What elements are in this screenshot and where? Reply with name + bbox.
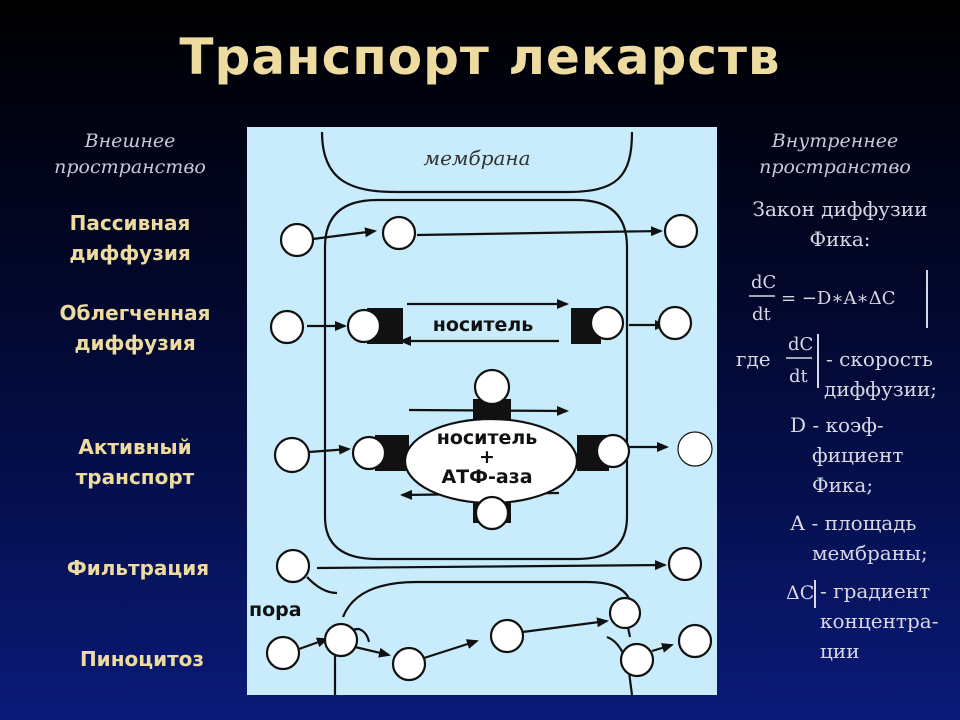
pinocytosis-arrow-5 — [651, 643, 674, 653]
formula-numerator: dC — [751, 272, 776, 293]
molecule-facilitated-out — [269, 309, 305, 345]
delta-c-bar — [814, 580, 816, 608]
fick-where: где — [736, 347, 771, 371]
molecule-active-out — [273, 436, 311, 474]
transport-diagram: мембрана носитель носитель + АТФ-аза пор… — [249, 131, 713, 696]
molecule-pinocytosis-5 — [608, 596, 642, 630]
fick-delta-c: ΔC — [786, 582, 815, 604]
fick-heading-line2: Фика: — [809, 227, 871, 251]
passive-arrow-1 — [312, 227, 377, 241]
filtration-left-curve — [306, 576, 338, 595]
membrane-label: мембрана — [423, 146, 530, 170]
def-rate-line1: - скорость — [826, 347, 933, 371]
def-area-line2: мембраны; — [812, 541, 928, 565]
outer-space-line1: Внешнее — [84, 130, 176, 152]
molecule-active-bound-left — [351, 435, 387, 471]
def-gradient-line2: концентра- — [820, 609, 939, 633]
fick-def-rate: - скорость диффузии; — [824, 344, 938, 404]
pore-label: пора — [249, 599, 302, 621]
def-coef-line2: фициент — [812, 443, 904, 467]
molecule-filtration-out — [275, 548, 311, 584]
def-rate-line2: диффузии; — [824, 377, 938, 401]
fick-heading: Закон диффузии Фика: — [730, 194, 950, 254]
outer-space-label: Внешнее пространство — [30, 128, 230, 180]
fick-rate-fraction: dC dt — [786, 334, 819, 388]
facilitated-line1: Облегченная — [59, 301, 211, 325]
label-active-transport: Активный транспорт — [35, 432, 235, 492]
fick-heading-line1: Закон диффузии — [752, 197, 928, 221]
pinocytosis-arrow-1 — [298, 637, 329, 651]
molecule-passive-in-membrane — [381, 215, 417, 251]
molecule-pinocytosis-3 — [391, 646, 427, 682]
molecule-active-top — [473, 368, 511, 406]
pinocytosis-upper-curve — [341, 580, 633, 618]
membrane-top-outline — [320, 131, 634, 194]
label-filtration: Фильтрация — [66, 556, 210, 580]
molecule-active-bottom — [474, 495, 510, 531]
page-title: Транспорт лекарств — [179, 28, 781, 86]
active-arrow-in — [308, 444, 351, 455]
active-line1: Активный — [78, 435, 192, 459]
def-gradient-line3: ции — [820, 639, 860, 663]
molecule-pinocytosis-6 — [619, 642, 655, 678]
fick-def-area: А - площадь мембраны; — [790, 508, 928, 568]
def-gradient-line1: - градиент — [820, 579, 931, 603]
rate-numerator: dC — [788, 334, 813, 355]
transport-diagram-panel: мембрана носитель носитель + АТФ-аза пор… — [247, 127, 717, 696]
formula-denominator: dt — [752, 304, 772, 325]
carrier-atp-label-2: АТФ-аза — [441, 466, 532, 488]
carrier-label: носитель — [433, 314, 534, 336]
molecule-facilitated-bound-right — [589, 305, 625, 341]
fick-def-coefficient: D - коэф- фициент Фика; — [790, 410, 903, 500]
label-pinocytosis: Пиноцитоз — [79, 647, 205, 671]
inner-space-label: Внутреннее пространство — [735, 128, 935, 180]
label-passive-diffusion: Пассивная диффузия — [30, 208, 230, 268]
molecule-pinocytosis-2 — [323, 622, 359, 658]
molecule-active-bound-right — [595, 433, 631, 469]
label-facilitated-diffusion: Облегченная диффузия — [30, 298, 240, 358]
fick-formula: dC dt = −D∗A∗ΔC — [749, 270, 928, 328]
passive-line2: диффузия — [69, 241, 191, 265]
passive-arrow-2 — [416, 226, 663, 237]
def-coef-line1: D - коэф- — [790, 413, 884, 437]
pinocytosis-arrow-4 — [514, 617, 609, 635]
molecule-passive-inside — [663, 213, 699, 249]
carrier-atp-label-1: носитель — [437, 427, 538, 449]
pinocytosis-arrow-3 — [423, 639, 479, 660]
active-line2: транспорт — [75, 465, 195, 489]
fick-def-gradient: - градиент концентра- ции — [820, 576, 938, 666]
def-coef-line3: Фика; — [812, 473, 874, 497]
passive-line1: Пассивная — [69, 211, 191, 235]
def-area-line1: А - площадь — [790, 511, 917, 535]
filtration-arrow — [316, 560, 667, 571]
outer-space-line2: пространство — [54, 156, 206, 178]
facilitated-line2: диффузия — [74, 331, 196, 355]
pinocytosis-arrow-2 — [354, 645, 391, 658]
molecule-passive-out — [279, 222, 315, 258]
molecule-facilitated-bound-left — [346, 308, 382, 344]
carrier-atp-label-plus: + — [479, 446, 495, 468]
molecule-facilitated-inside — [657, 305, 693, 341]
molecule-pinocytosis-4 — [489, 618, 525, 654]
molecule-filtration-inside — [667, 546, 703, 582]
molecule-active-inside — [677, 431, 713, 467]
cell-outline — [323, 198, 629, 561]
molecule-pinocytosis-1 — [265, 635, 301, 671]
molecule-pinocytosis-7 — [677, 623, 713, 659]
carrier-label-bg — [415, 310, 555, 338]
rate-denominator: dt — [789, 366, 809, 387]
inner-space-line2: пространство — [759, 156, 911, 178]
formula-rhs: = −D∗A∗ΔC — [781, 288, 896, 309]
inner-space-line1: Внутреннее — [771, 130, 899, 152]
